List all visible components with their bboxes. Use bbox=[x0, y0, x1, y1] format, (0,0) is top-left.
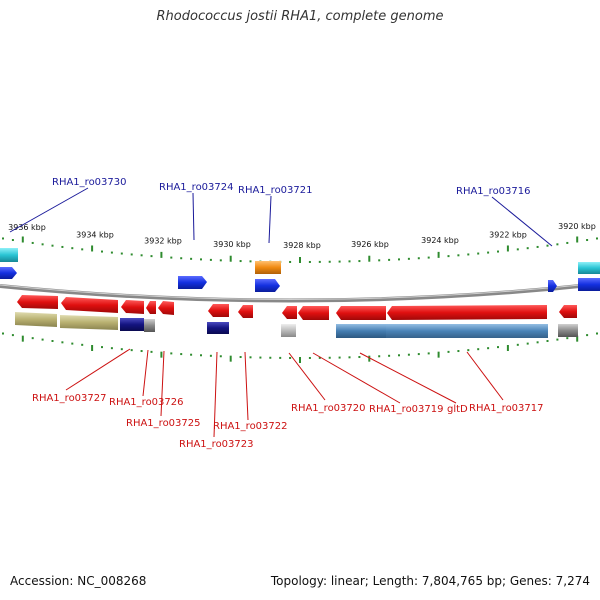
gene-gltD[interactable] bbox=[387, 305, 547, 320]
leader-ro03719 bbox=[312, 352, 401, 404]
feature-olive-2[interactable] bbox=[60, 315, 118, 330]
leader-ro03724 bbox=[192, 192, 195, 241]
gene-forward-left[interactable] bbox=[0, 267, 17, 279]
accession-text: Accession: NC_008268 bbox=[10, 574, 147, 588]
gene-ro03719[interactable] bbox=[336, 306, 386, 320]
tick-label: 3930 kbp bbox=[213, 240, 251, 249]
tick-label: 3936 kbp bbox=[8, 223, 46, 232]
tick-label: 3932 kbp bbox=[144, 236, 182, 245]
gene-cyan-right[interactable] bbox=[578, 262, 600, 274]
label-ro03719[interactable]: RHA1_ro03719 bbox=[369, 404, 444, 415]
leader-ro03721 bbox=[268, 195, 272, 244]
gene-ro03725[interactable] bbox=[146, 301, 156, 314]
bottom-leaders bbox=[65, 348, 504, 438]
label-ro03726[interactable]: RHA1_ro03726 bbox=[109, 397, 184, 408]
feature-steelblue[interactable] bbox=[336, 324, 548, 338]
gene-orange[interactable] bbox=[255, 261, 281, 274]
gene-ro03726[interactable] bbox=[121, 300, 144, 314]
leader-ro03716 bbox=[491, 196, 553, 247]
feature-navy-1[interactable] bbox=[120, 318, 144, 331]
top-leaders bbox=[9, 187, 553, 247]
leader-ro03717 bbox=[466, 351, 504, 401]
feature-grey-2[interactable] bbox=[558, 324, 578, 337]
leader-ro03725 bbox=[160, 350, 165, 417]
genome-title: Rhodococcus jostii RHA1, complete genome bbox=[156, 9, 444, 24]
tick-label: 3922 kbp bbox=[489, 230, 527, 239]
feature-blocks bbox=[15, 312, 578, 338]
label-ro03721[interactable]: RHA1_ro03721 bbox=[238, 185, 313, 196]
gene-ro03716[interactable] bbox=[548, 280, 557, 292]
outer-ticks bbox=[2, 236, 598, 263]
inner-ticks bbox=[2, 332, 598, 363]
tick-label: 3934 kbp bbox=[76, 231, 114, 240]
feature-olive-1[interactable] bbox=[15, 312, 57, 327]
top-labels: RHA1_ro03730 RHA1_ro03724 RHA1_ro03721 R… bbox=[52, 177, 531, 197]
leader-ro03727 bbox=[65, 348, 131, 391]
label-ro03725[interactable]: RHA1_ro03725 bbox=[126, 418, 201, 429]
leader-ro03723 bbox=[213, 351, 218, 438]
leader-ro03726 bbox=[142, 349, 149, 397]
gene-cyan-left[interactable] bbox=[0, 248, 18, 262]
leader-ro03730 bbox=[9, 187, 89, 233]
gene-ro03724[interactable] bbox=[178, 276, 207, 289]
genome-summary: Topology: linear; Length: 7,804,765 bp; … bbox=[270, 574, 590, 588]
bottom-labels: RHA1_ro03727 RHA1_ro03726 RHA1_ro03725 R… bbox=[32, 393, 544, 450]
gene-ro03720[interactable] bbox=[282, 306, 297, 319]
gene-ro03727[interactable] bbox=[17, 295, 58, 309]
gene-ro03723[interactable] bbox=[208, 304, 229, 317]
label-ro03716[interactable]: RHA1_ro03716 bbox=[456, 186, 531, 197]
gene-ro03725b[interactable] bbox=[158, 301, 174, 315]
gene-ro03717[interactable] bbox=[559, 305, 577, 318]
label-ro03723[interactable]: RHA1_ro03723 bbox=[179, 439, 254, 450]
label-ro03722[interactable]: RHA1_ro03722 bbox=[213, 421, 288, 432]
tick-labels: 3936 kbp 3934 kbp 3932 kbp 3930 kbp 3928 kbp… bbox=[8, 222, 596, 250]
gene-ro03727b[interactable] bbox=[61, 297, 118, 313]
tick-label: 3926 kbp bbox=[351, 240, 389, 249]
genome-backbone bbox=[0, 282, 600, 303]
label-ro03720[interactable]: RHA1_ro03720 bbox=[291, 403, 366, 414]
feature-navy-2[interactable] bbox=[207, 322, 229, 334]
gene-ro03720b[interactable] bbox=[298, 306, 329, 320]
label-ro03724[interactable]: RHA1_ro03724 bbox=[159, 182, 234, 193]
gene-ro03722[interactable] bbox=[238, 305, 253, 318]
label-gltD[interactable]: gltD bbox=[447, 404, 468, 415]
tick-label: 3924 kbp bbox=[421, 236, 459, 245]
leader-gltD bbox=[359, 352, 457, 404]
gene-forward-right[interactable] bbox=[578, 278, 600, 291]
leader-ro03722 bbox=[244, 351, 249, 421]
forward-genes bbox=[0, 248, 600, 292]
tick-label: 3928 kbp bbox=[283, 241, 321, 250]
label-ro03727[interactable]: RHA1_ro03727 bbox=[32, 393, 107, 404]
gene-ro03721[interactable] bbox=[255, 279, 280, 292]
label-ro03730[interactable]: RHA1_ro03730 bbox=[52, 177, 127, 188]
feature-grey-1[interactable] bbox=[144, 319, 155, 332]
backbone-highlight bbox=[0, 282, 600, 301]
leader-ro03720 bbox=[288, 352, 326, 401]
tick-label: 3920 kbp bbox=[558, 222, 596, 231]
label-ro03717[interactable]: RHA1_ro03717 bbox=[469, 403, 544, 414]
reverse-genes bbox=[17, 295, 577, 320]
feature-light-1[interactable] bbox=[281, 324, 296, 337]
